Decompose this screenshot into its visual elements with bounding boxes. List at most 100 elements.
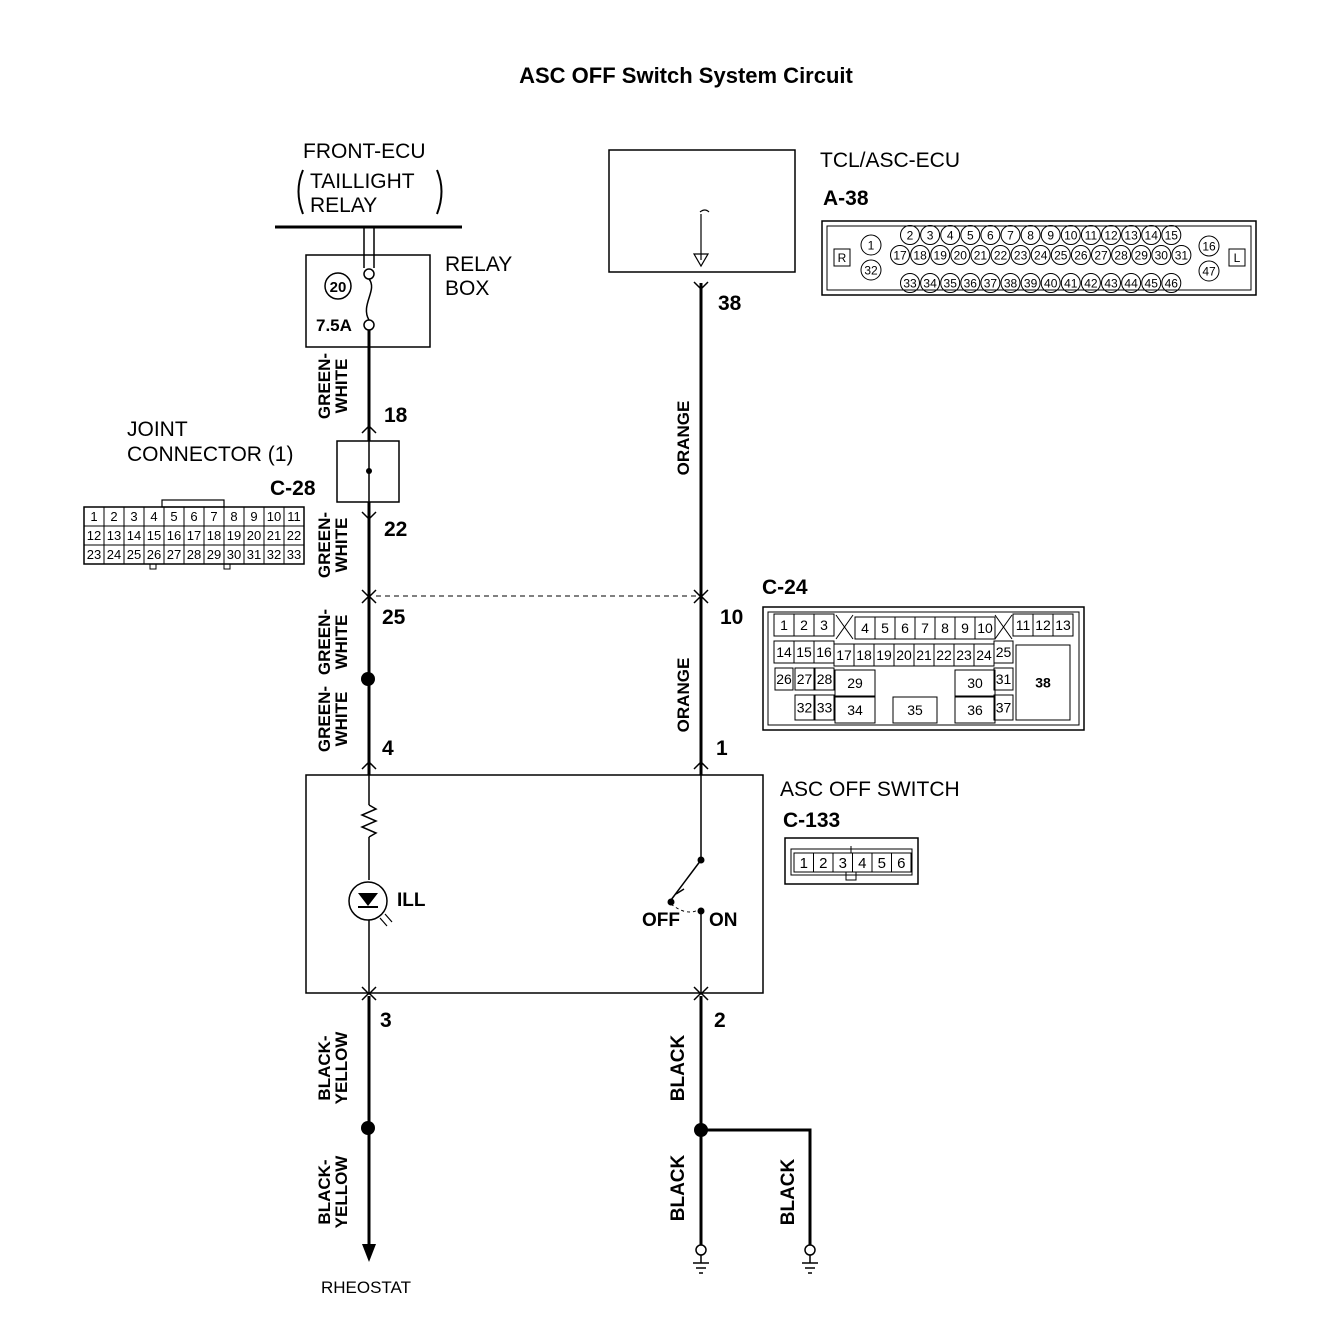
a38-pin: 13 <box>1124 229 1138 243</box>
joint-connector-label-line1: JOINT <box>127 418 188 441</box>
c28-pin: 5 <box>170 509 177 524</box>
c24-pin: 38 <box>1035 675 1051 691</box>
c28-pin: 2 <box>110 509 117 524</box>
resistor-symbol <box>360 804 378 838</box>
c24-pin: 20 <box>896 647 912 663</box>
a38-pin: 11 <box>1085 229 1098 243</box>
c133-pin: 3 <box>839 855 847 872</box>
pin-10: 10 <box>720 606 743 629</box>
wire-label-orange-2: ORANGE <box>674 658 693 733</box>
a38-pin: 15 <box>1165 229 1179 243</box>
joint-connector: JOINT CONNECTOR (1) C-28 <box>127 418 400 503</box>
pin-22: 22 <box>384 518 407 541</box>
pin-1: 1 <box>716 737 728 760</box>
wire-label-black-yellow-2: BLACK-YELLOW <box>315 1155 351 1229</box>
wire-label-black-3-text: BLACK <box>778 1158 799 1225</box>
a38-pin: 1 <box>868 239 875 253</box>
c24-pin: 6 <box>901 620 909 636</box>
a38-pin: 43 <box>1104 277 1118 291</box>
c24-pin: 2 <box>800 617 808 633</box>
wire-label-green-white-1: GREEN-WHITE <box>315 353 351 419</box>
a38-pin: 18 <box>913 249 927 263</box>
c24-pin: 36 <box>967 702 983 718</box>
a38-pin: 31 <box>1175 249 1189 263</box>
c28-pin: 22 <box>287 528 301 543</box>
c24-pin: 16 <box>816 644 832 660</box>
a38-pin: 29 <box>1135 249 1149 263</box>
tcl-ecu-connector: A-38 <box>823 187 869 210</box>
wire-label-black-1-text: BLACK <box>668 1034 689 1101</box>
c24-pin: 22 <box>936 647 952 663</box>
a38-pin: 47 <box>1202 265 1216 279</box>
c24-pin: 32 <box>797 700 813 716</box>
c24-pin: 5 <box>881 620 889 636</box>
c28-pin: 19 <box>227 528 241 543</box>
a38-pin: 24 <box>1034 249 1048 263</box>
c28-pin: 15 <box>147 528 161 543</box>
wire-label-green-white-4: GREEN-WHITE <box>315 686 351 752</box>
a38-pin: 42 <box>1084 277 1098 291</box>
c28-pin: 23 <box>87 547 101 562</box>
a38-pin: 17 <box>893 249 907 263</box>
c28-pin: 6 <box>190 509 197 524</box>
wire-label-green-white-2-text: GREEN-WHITE <box>315 512 351 578</box>
a38-pin: 19 <box>934 249 948 263</box>
pin-18: 18 <box>384 404 408 427</box>
c24-pin: 35 <box>907 702 923 718</box>
a38-pin: 12 <box>1104 229 1118 243</box>
c24-pin: 4 <box>861 620 869 636</box>
c133-pin: 2 <box>819 855 827 872</box>
switch-label: ASC OFF SWITCH <box>780 778 960 801</box>
c24-pin: 15 <box>796 644 812 660</box>
tcl-ecu-label: TCL/ASC-ECU <box>820 149 960 172</box>
a38-pin: 36 <box>964 277 978 291</box>
c133-pin: 5 <box>878 855 886 872</box>
on-label: ON <box>709 910 738 931</box>
a38-pin: 7 <box>1007 229 1014 243</box>
a38-pin: 3 <box>927 229 934 243</box>
relay-box: RELAY BOX 20 7.5A <box>305 227 512 348</box>
wire-label-green-white-3-text: GREEN-WHITE <box>315 609 351 675</box>
lamp-icon <box>348 881 388 921</box>
asc-off-switch: ASC OFF SWITCH C-133 ILL OFF ON <box>305 774 960 994</box>
c24-pin: 26 <box>776 671 792 687</box>
a38-pin: 27 <box>1094 249 1108 263</box>
c28-pin: 10 <box>267 509 281 524</box>
a38-pin: 4 <box>947 229 954 243</box>
pin-25: 25 <box>382 606 406 629</box>
joint-connector-label-line2: CONNECTOR (1) <box>127 443 293 466</box>
front-ecu-sub-line2: RELAY <box>310 194 377 217</box>
wire-label-black-1: BLACK <box>668 1034 689 1101</box>
c28-pin: 13 <box>107 528 121 543</box>
wire-label-black-2-text: BLACK <box>668 1154 689 1221</box>
a38-pin: 16 <box>1202 240 1216 254</box>
a38-pin: 44 <box>1124 277 1138 291</box>
c28-pin: 32 <box>267 547 281 562</box>
a38-pin: 45 <box>1145 277 1159 291</box>
c24-pin: 23 <box>956 647 972 663</box>
a38-mark-r: R <box>838 251 847 265</box>
c28-pin: 21 <box>267 528 281 543</box>
c24-pin: 12 <box>1035 617 1051 633</box>
c28-pin: 17 <box>187 528 201 543</box>
c24-pin: 13 <box>1055 617 1071 633</box>
c24-pin: 37 <box>996 700 1012 716</box>
c28-pin: 26 <box>147 547 161 562</box>
a38-pin: 33 <box>903 277 917 291</box>
c24-pin: 21 <box>916 647 932 663</box>
c24-pin: 7 <box>921 620 929 636</box>
c24-pin: 9 <box>961 620 969 636</box>
a38-pin: 37 <box>984 277 998 291</box>
c28-pin: 12 <box>87 528 101 543</box>
a38-pin: 8 <box>1027 229 1034 243</box>
c28-pin: 24 <box>107 547 121 562</box>
c28-pin: 20 <box>247 528 261 543</box>
a38-mark-l: L <box>1234 251 1241 265</box>
off-label: OFF <box>642 910 680 931</box>
wire-label-black-3: BLACK <box>778 1158 799 1225</box>
c28-pin: 1 <box>90 509 97 524</box>
c24-pin: 10 <box>977 620 993 636</box>
c28-pin: 27 <box>167 547 181 562</box>
